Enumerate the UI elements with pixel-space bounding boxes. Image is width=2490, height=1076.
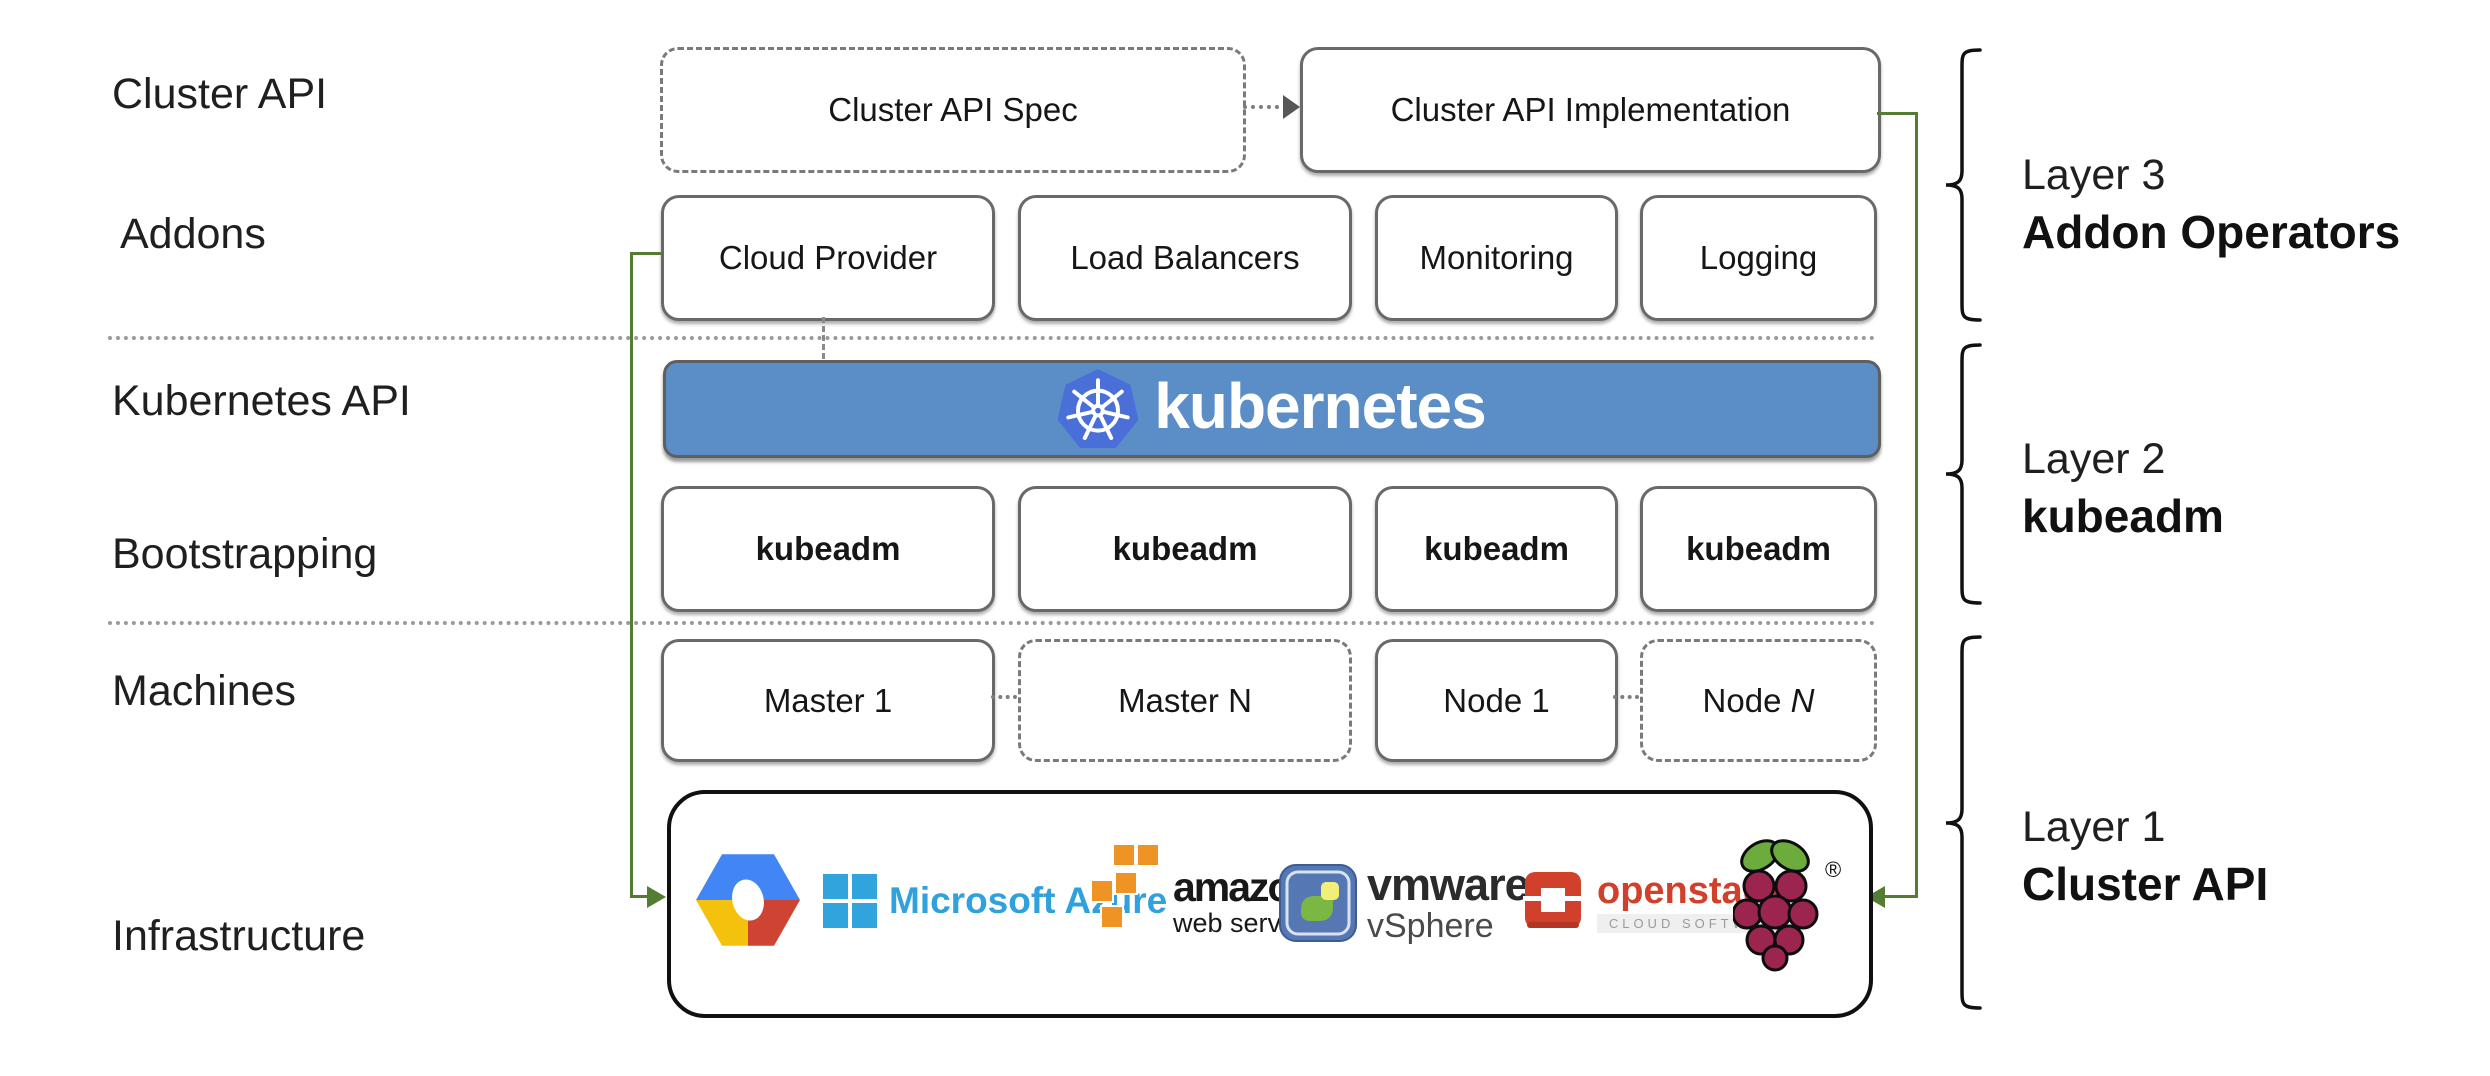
google-cloud-logo bbox=[696, 852, 800, 948]
row-label-infrastructure: Infrastructure bbox=[112, 912, 366, 960]
layer-3-subtitle: Addon Operators bbox=[2022, 206, 2401, 259]
google-cloud-icon bbox=[696, 854, 800, 946]
cluster-api-implementation-label: Cluster API Implementation bbox=[1390, 91, 1791, 128]
kubeadm-label: kubeadm bbox=[1424, 530, 1569, 567]
kubeadm-box-1: kubeadm bbox=[661, 486, 995, 612]
layer-2-label: Layer 2 kubeadm bbox=[2022, 432, 2224, 546]
logging-label: Logging bbox=[1699, 239, 1818, 276]
layer-3-title: Layer 3 bbox=[2022, 151, 2166, 199]
kubeadm-label: kubeadm bbox=[755, 530, 901, 567]
vmware-vsphere-logo: vmware vSphere bbox=[1279, 859, 1530, 945]
green-line-left-stub bbox=[630, 252, 661, 255]
spec-to-impl-arrowhead-icon bbox=[1283, 95, 1300, 119]
green-line-left-vertical bbox=[630, 252, 633, 898]
row-label-addons: Addons bbox=[120, 210, 266, 258]
layer-2-subtitle: kubeadm bbox=[2022, 490, 2224, 543]
addon-box-monitoring: Monitoring bbox=[1375, 195, 1618, 321]
cloud-provider-to-kubernetes-dashed-line bbox=[822, 317, 825, 359]
kubeadm-label: kubeadm bbox=[1686, 530, 1831, 567]
green-arrow-into-infra-left-icon bbox=[647, 886, 666, 908]
layer-1-brace bbox=[1945, 635, 1982, 1010]
node-connector-dots bbox=[1613, 695, 1639, 699]
openstack-icon bbox=[1523, 872, 1587, 928]
machine-box-node-1: Node 1 bbox=[1375, 639, 1618, 762]
layer-1-title: Layer 1 bbox=[2022, 803, 2166, 851]
row-label-machines: Machines bbox=[112, 667, 297, 715]
master-1-label: Master 1 bbox=[763, 681, 893, 719]
separator-addons-kubernetes bbox=[108, 336, 1876, 340]
rpi-registered-mark: ® bbox=[1825, 857, 1842, 882]
master-n-label: Master N bbox=[1118, 681, 1252, 719]
kubeadm-box-2: kubeadm bbox=[1018, 486, 1352, 612]
monitoring-label: Monitoring bbox=[1419, 239, 1574, 276]
kubeadm-label: kubeadm bbox=[1112, 530, 1258, 567]
layer-3-label: Layer 3 Addon Operators bbox=[2022, 148, 2400, 262]
addon-box-logging: Logging bbox=[1640, 195, 1877, 321]
kubernetes-banner: kubernetes bbox=[663, 360, 1881, 458]
vmware-label: vmware bbox=[1367, 859, 1530, 910]
kubernetes-wordmark: kubernetes bbox=[1154, 370, 1486, 442]
addon-box-load-balancers: Load Balancers bbox=[1018, 195, 1352, 321]
machine-box-master-1: Master 1 bbox=[661, 639, 995, 762]
kubernetes-helm-icon bbox=[1058, 369, 1139, 448]
spec-to-impl-dotted-line bbox=[1243, 105, 1287, 109]
row-label-bootstrapping: Bootstrapping bbox=[112, 530, 378, 578]
node-n-label: Node N bbox=[1702, 681, 1815, 719]
load-balancers-label: Load Balancers bbox=[1070, 239, 1300, 276]
azure-window-icon bbox=[823, 874, 877, 928]
vsphere-label: vSphere bbox=[1367, 907, 1494, 945]
layer-1-label: Layer 1 Cluster API bbox=[2022, 800, 2268, 914]
aws-cubes-icon bbox=[1090, 843, 1160, 929]
green-line-right-stub bbox=[1877, 112, 1918, 115]
kubeadm-box-3: kubeadm bbox=[1375, 486, 1618, 612]
cluster-api-spec-box: Cluster API Spec bbox=[660, 47, 1246, 173]
cluster-api-spec-label: Cluster API Spec bbox=[828, 91, 1078, 128]
row-label-kubernetes-api: Kubernetes API bbox=[112, 377, 411, 425]
raspberry-pi-logo: ® bbox=[1733, 834, 1841, 974]
cluster-api-implementation-box: Cluster API Implementation bbox=[1300, 47, 1881, 173]
green-line-right-bottom bbox=[1884, 895, 1918, 898]
layer-3-brace bbox=[1945, 48, 1982, 322]
layer-1-subtitle: Cluster API bbox=[2022, 858, 2269, 911]
raspberry-pi-icon bbox=[1733, 839, 1819, 972]
vmware-text: vmware vSphere bbox=[1367, 859, 1530, 945]
kubeadm-box-4: kubeadm bbox=[1640, 486, 1877, 612]
infrastructure-box: Microsoft Azure amazon web services bbox=[667, 790, 1873, 1018]
machine-box-master-n: Master N bbox=[1018, 639, 1352, 762]
layer-2-brace bbox=[1945, 343, 1982, 605]
machine-box-node-n: Node N bbox=[1640, 639, 1877, 762]
cloud-provider-label: Cloud Provider bbox=[718, 239, 938, 276]
addon-box-cloud-provider: Cloud Provider bbox=[661, 195, 995, 321]
layer-2-title: Layer 2 bbox=[2022, 435, 2166, 483]
master-connector-dots bbox=[991, 695, 1017, 699]
green-line-right-vertical bbox=[1915, 112, 1918, 898]
green-line-left-bottom bbox=[630, 895, 650, 898]
row-label-cluster-api: Cluster API bbox=[112, 70, 328, 118]
node-1-label: Node 1 bbox=[1443, 681, 1550, 719]
vsphere-icon bbox=[1279, 863, 1357, 942]
separator-bootstrapping-machines bbox=[108, 621, 1876, 625]
